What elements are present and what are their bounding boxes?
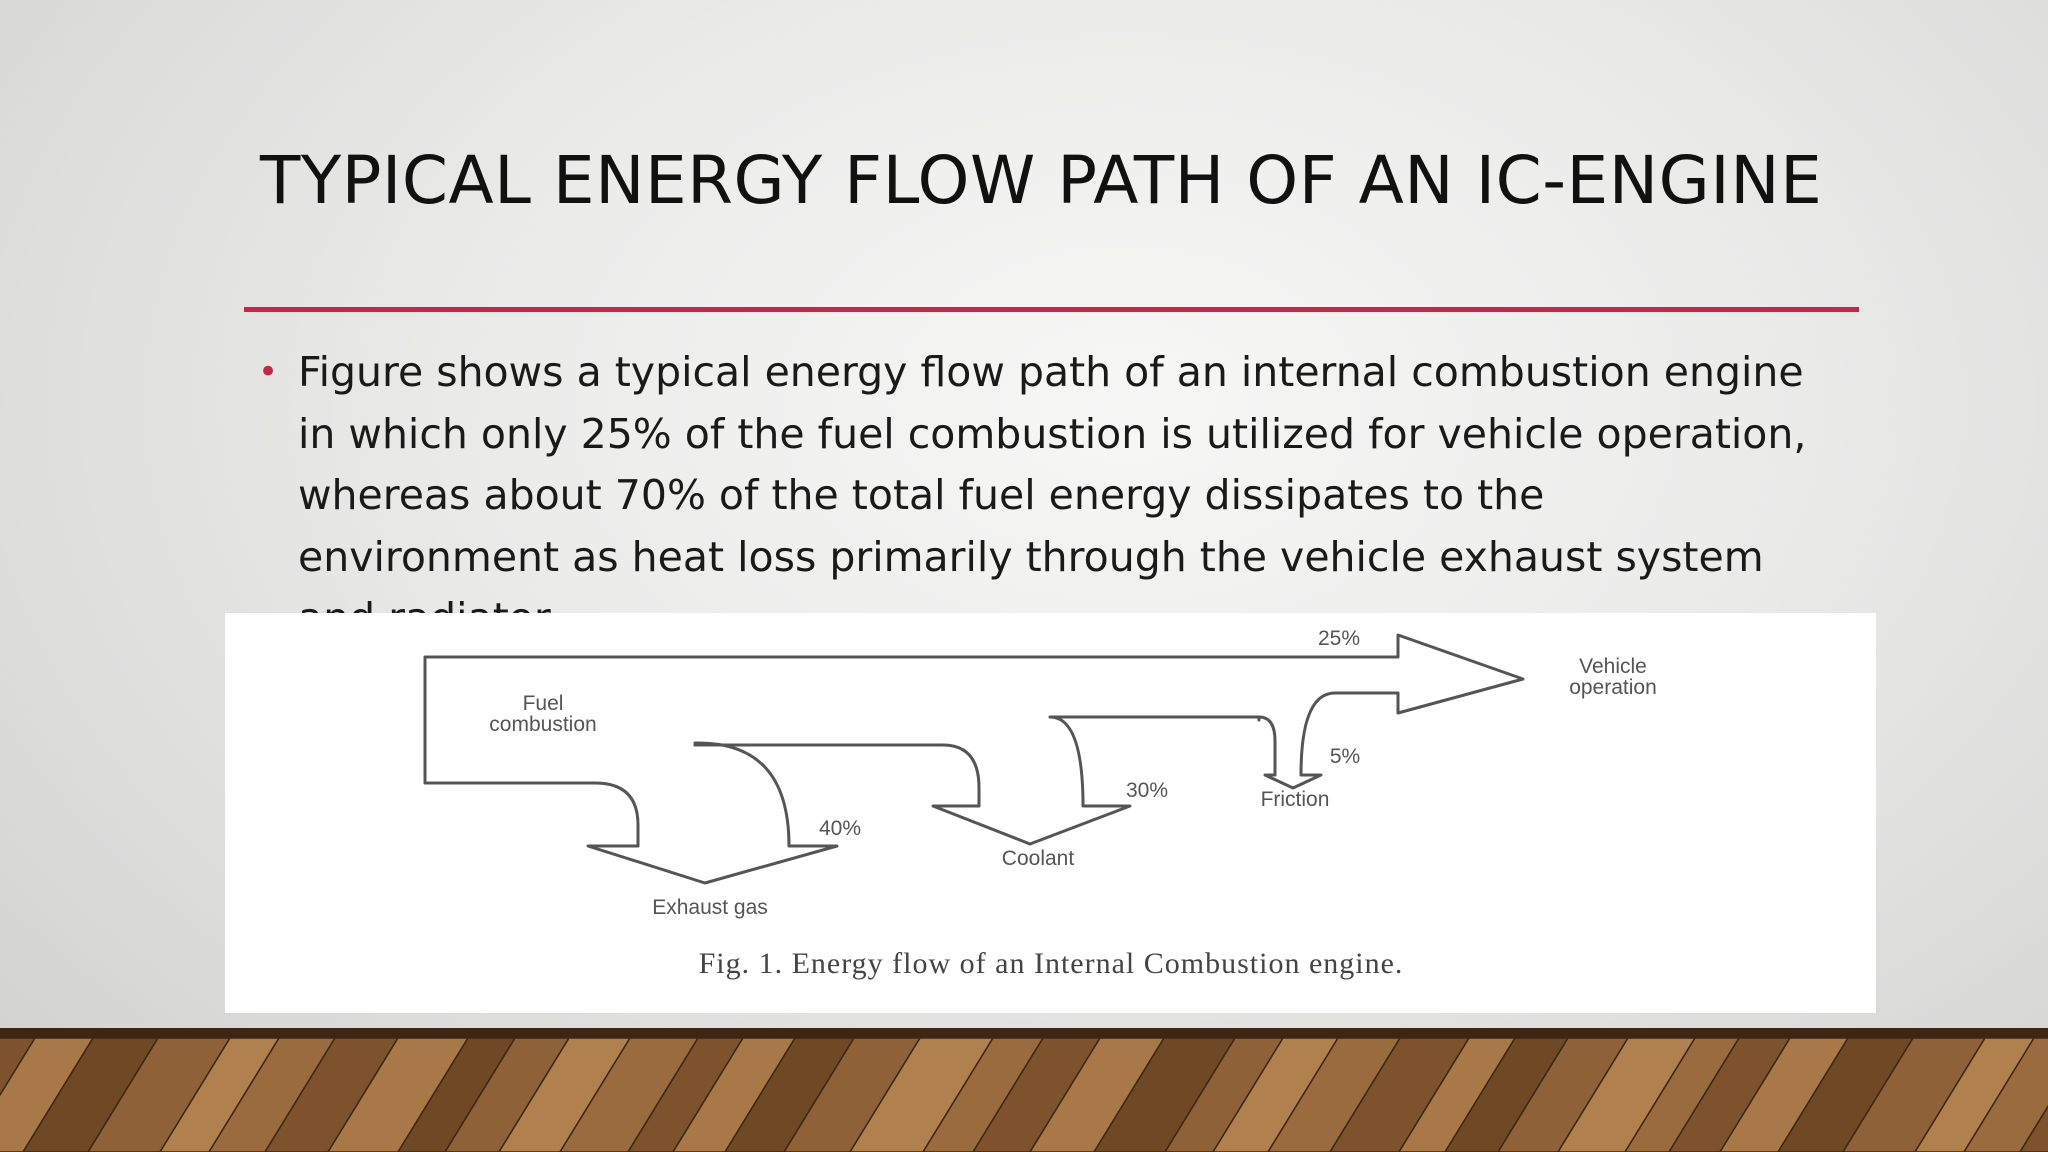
floor-plank [0,1037,95,1152]
floor-plank [1557,1037,1697,1152]
floor-plank [208,1037,337,1152]
floor-plank [1444,1037,1570,1152]
floor-plank [397,1037,517,1152]
floor-plank [783,1037,922,1152]
floor-plank [1164,1037,1285,1152]
floor-plank [1267,1037,1402,1152]
flow-name-coolant: Coolant [1002,847,1075,870]
floor-plank [159,1037,281,1152]
floor-plank [1719,1037,1850,1152]
floor-plank [1963,1037,2048,1152]
floor-plank [627,1037,745,1152]
bullet-marker: • [258,352,279,392]
floor-plank [1668,1037,1792,1152]
floor-plank [559,1037,700,1152]
floor-plank [1777,1037,1915,1152]
flow-percent-exhaust: 40% [819,817,861,840]
flow-name-friction: Friction [1261,788,1330,811]
floor-plank [444,1037,571,1152]
flow-outline-coolant [693,715,1261,846]
floor-plank [1212,1037,1340,1152]
floor-plank [849,1037,995,1152]
floor-planks [0,1028,2048,1152]
slide-title: TYPICAL ENERGY FLOW PATH OF AN IC-ENGINE [260,142,1823,219]
bullet-text: Figure shows a typical energy flow path … [298,348,1807,642]
floor-plank [498,1037,632,1152]
flow-percent-friction: 5% [1330,745,1360,768]
floor-plank [327,1037,470,1152]
floor-plank [264,1037,400,1152]
floor-plank [1842,1037,1987,1152]
flow-name-exhaust: Exhaust gas [652,896,768,919]
floor-plank [1624,1037,1741,1152]
floor-plank [87,1037,232,1152]
title-divider [244,307,1859,312]
flow-percent-vehicle: 25% [1318,627,1360,650]
floor-plank [672,1037,797,1152]
floor-plank [1497,1037,1630,1152]
figure-caption: Fig. 1. Energy flow of an Internal Combu… [699,947,1404,980]
floor-plank [1398,1037,1517,1152]
flow-outline-friction [1257,691,1400,790]
floor-plank [1029,1037,1166,1152]
flow-outline-main [423,633,1525,885]
floor-plank [1093,1037,1237,1152]
bullet-list: • Figure shows a typical energy flow pat… [258,342,1818,650]
floor-plank [972,1037,1102,1152]
floor-plank [1329,1037,1471,1152]
wood-floor [0,1028,2048,1152]
floor-plank [724,1037,856,1152]
flow-percent-coolant: 30% [1126,779,1168,802]
floor-plank [1914,1037,2036,1152]
floor-plank [22,1037,160,1152]
floor-plank [2019,1104,2048,1152]
floor-plank [922,1037,1045,1152]
